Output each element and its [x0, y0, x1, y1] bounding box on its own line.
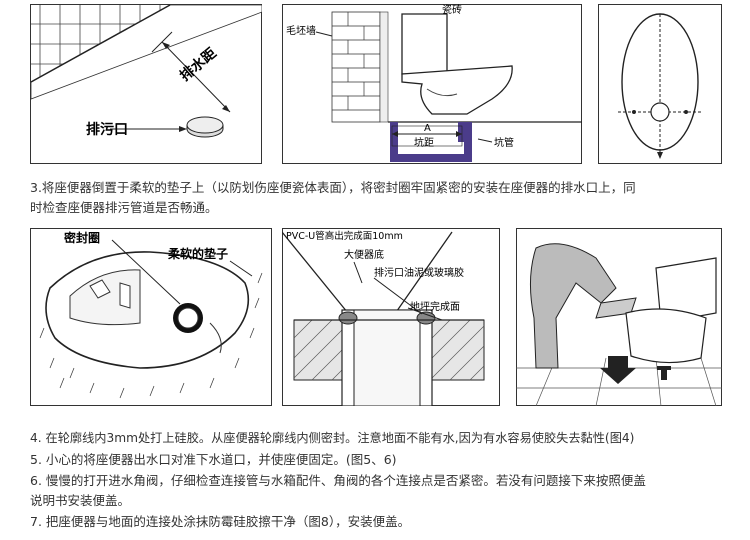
- step-7: 7. 把座便器与地面的连接处涂抹防霉硅胶擦干净（图8），安装便盖。: [30, 514, 411, 529]
- pit-pipe-label: 坑管: [494, 136, 514, 149]
- finished-floor-label: 地坪完成面: [410, 300, 460, 313]
- figure-inverted-toilet: 密封圈 柔软的垫子: [30, 228, 272, 406]
- step-3-line-2: 时检查座便器排污管道是否畅通。: [30, 200, 218, 215]
- soft-pad-label: 柔软的垫子: [167, 246, 228, 261]
- drain-distance-illustration: 排水距 排污口: [30, 4, 262, 164]
- toilet-base-label: 大便器底: [344, 248, 384, 261]
- inverted-toilet-illustration: 密封圈 柔软的垫子: [30, 228, 272, 406]
- step-6-line-1: 6. 慢慢的打开进水角阀，仔细检查连接管与水箱配件、角阀的各个连接点是否紧密。若…: [30, 473, 646, 488]
- pit-distance-label: 坑距: [414, 136, 434, 149]
- top-outline-illustration: [598, 4, 722, 164]
- dim-a-label: A: [424, 123, 431, 134]
- step-4: 4. 在轮廓线内3mm处打上硅胶。从座便器轮廓线内侧密封。注意地面不能有水,因为…: [30, 431, 635, 445]
- drain-section-illustration: PVC-U管高出完成面10mm 大便器底 排污口油泥或玻璃胶 地坪完成面: [282, 228, 500, 406]
- step-6-line-2: 说明书安装便盖。: [30, 493, 131, 508]
- installing-toilet-illustration: [516, 228, 722, 406]
- side-section-illustration: A 坑距 坑管 瓷砖 毛坯墙: [282, 4, 582, 164]
- sealant-label: 排污口油泥或玻璃胶: [374, 266, 464, 279]
- sealing-ring-label: 密封圈: [64, 230, 100, 245]
- pvc-pipe-label: PVC-U管高出完成面10mm: [286, 230, 403, 242]
- step-5: 5. 小心的将座便器出水口对准下水道口，并使座便固定。(图5、6): [30, 452, 397, 467]
- drain-outlet-label: 排污口: [86, 121, 128, 138]
- figure-drain-section: PVC-U管高出完成面10mm 大便器底 排污口油泥或玻璃胶 地坪完成面: [282, 228, 500, 406]
- figure-installing-toilet: [516, 228, 722, 406]
- rough-wall-label: 毛坯墙: [286, 24, 316, 37]
- tile-label: 瓷砖: [442, 4, 462, 16]
- figure-top-outline: [598, 4, 722, 164]
- figure-side-section: A 坑距 坑管 瓷砖 毛坯墙: [282, 4, 582, 164]
- figure-drain-distance: 排水距 排污口: [30, 4, 262, 164]
- step-3-line-1: 3.将座便器倒置于柔软的垫子上（以防划伤座便瓷体表面），将密封圈牢固紧密的安装在…: [30, 180, 636, 195]
